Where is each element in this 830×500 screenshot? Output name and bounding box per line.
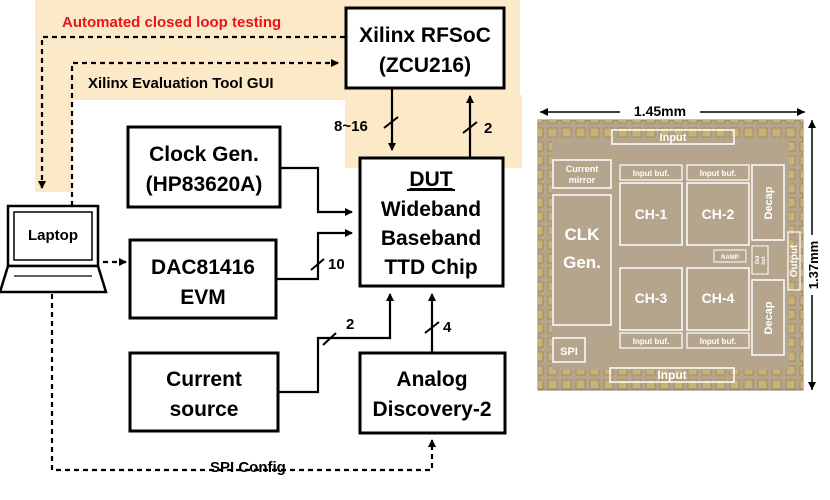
laptop-label: Laptop xyxy=(28,227,78,244)
rfsoc-label-1: Xilinx RFSoC xyxy=(359,24,491,47)
current-bus-label: 2 xyxy=(346,316,354,333)
highlight-top xyxy=(35,0,345,100)
ch1-label: CH-1 xyxy=(635,206,668,222)
ch3-label: CH-3 xyxy=(635,290,668,306)
dut-line-2: Wideband xyxy=(381,198,481,221)
clock-label-1: Clock Gen. xyxy=(149,143,259,166)
ch4-label: CH-4 xyxy=(702,290,735,306)
laptop-icon xyxy=(0,204,108,294)
clk-gen-label-2: Gen. xyxy=(563,253,601,272)
die-spi-label: SPI xyxy=(560,346,578,358)
rf-down-label: 8~16 xyxy=(334,118,368,135)
spi-config-label: SPI Config xyxy=(210,459,286,476)
inbuf-label-2: Input buf. xyxy=(700,169,736,178)
die-photo: 1.45mm 1.37mm Input Input Current mirror… xyxy=(537,103,821,391)
die-output-label: Output xyxy=(789,244,800,277)
rf-up-label: 2 xyxy=(484,120,492,137)
analog-bus-label: 4 xyxy=(443,319,452,336)
current-to-dut-wire xyxy=(278,293,394,394)
rfsoc-block xyxy=(344,6,506,90)
current-label-1: Current xyxy=(166,368,242,391)
ramp-label: RAMP xyxy=(721,255,739,261)
dut-line-3: Baseband xyxy=(381,227,481,250)
die-width-label: 1.45mm xyxy=(634,103,686,119)
decap-label-top: Decap xyxy=(763,186,775,219)
inbuf-label-4: Input buf. xyxy=(700,337,736,346)
current-label-2: source xyxy=(170,398,239,421)
automated-loop-line xyxy=(38,35,345,189)
inbuf-label-3: Input buf. xyxy=(633,337,669,346)
automated-testing-label: Automated closed loop testing xyxy=(62,14,281,31)
spi-config-line xyxy=(50,294,436,472)
decap-label-bottom: Decap xyxy=(763,301,775,334)
clock-to-dut-wire xyxy=(280,166,353,216)
dut-title: DUT xyxy=(409,168,452,191)
bus-slash-current xyxy=(322,332,337,346)
gui-line xyxy=(70,59,339,206)
dac-label-2: EVM xyxy=(180,286,226,309)
current-mirror-label-2: mirror xyxy=(569,175,596,185)
analog-label-1: Analog xyxy=(396,368,467,391)
dac-evm-block xyxy=(128,238,278,320)
die-height-label: 1.37mm xyxy=(806,241,821,289)
bus-slash-rf-up xyxy=(462,121,478,134)
eval-gui-label: Xilinx Evaluation Tool GUI xyxy=(88,75,274,92)
dac-to-dut-wire xyxy=(276,229,353,281)
die-input-top-label: Input xyxy=(660,132,687,144)
outbuf-label-1: Out xyxy=(755,255,761,264)
dut-line-4: TTD Chip xyxy=(384,256,477,279)
analog-discovery-block xyxy=(358,351,507,435)
bus-slash-analog xyxy=(424,321,440,334)
inbuf-label-1: Input buf. xyxy=(633,169,669,178)
current-source-block xyxy=(128,351,280,433)
dac-label-1: DAC81416 xyxy=(151,256,255,279)
ch2-label: CH-2 xyxy=(702,206,735,222)
current-mirror-label-1: Current xyxy=(566,164,599,174)
die-input-bottom-label: Input xyxy=(657,368,686,382)
bus-slash-rf-down xyxy=(383,116,399,129)
bus-slash-dac xyxy=(310,258,325,271)
outbuf-label-2: buf. xyxy=(761,255,767,265)
clk-gen-label-1: CLK xyxy=(565,225,601,244)
dac-bus-label: 10 xyxy=(328,256,345,273)
highlight-left xyxy=(35,100,73,192)
clock-gen-block xyxy=(126,125,282,209)
dut-block xyxy=(358,156,505,288)
analog-label-2: Discovery-2 xyxy=(372,398,491,421)
clock-label-2: (HP83620A) xyxy=(146,173,263,196)
rfsoc-label-2: (ZCU216) xyxy=(379,54,471,77)
